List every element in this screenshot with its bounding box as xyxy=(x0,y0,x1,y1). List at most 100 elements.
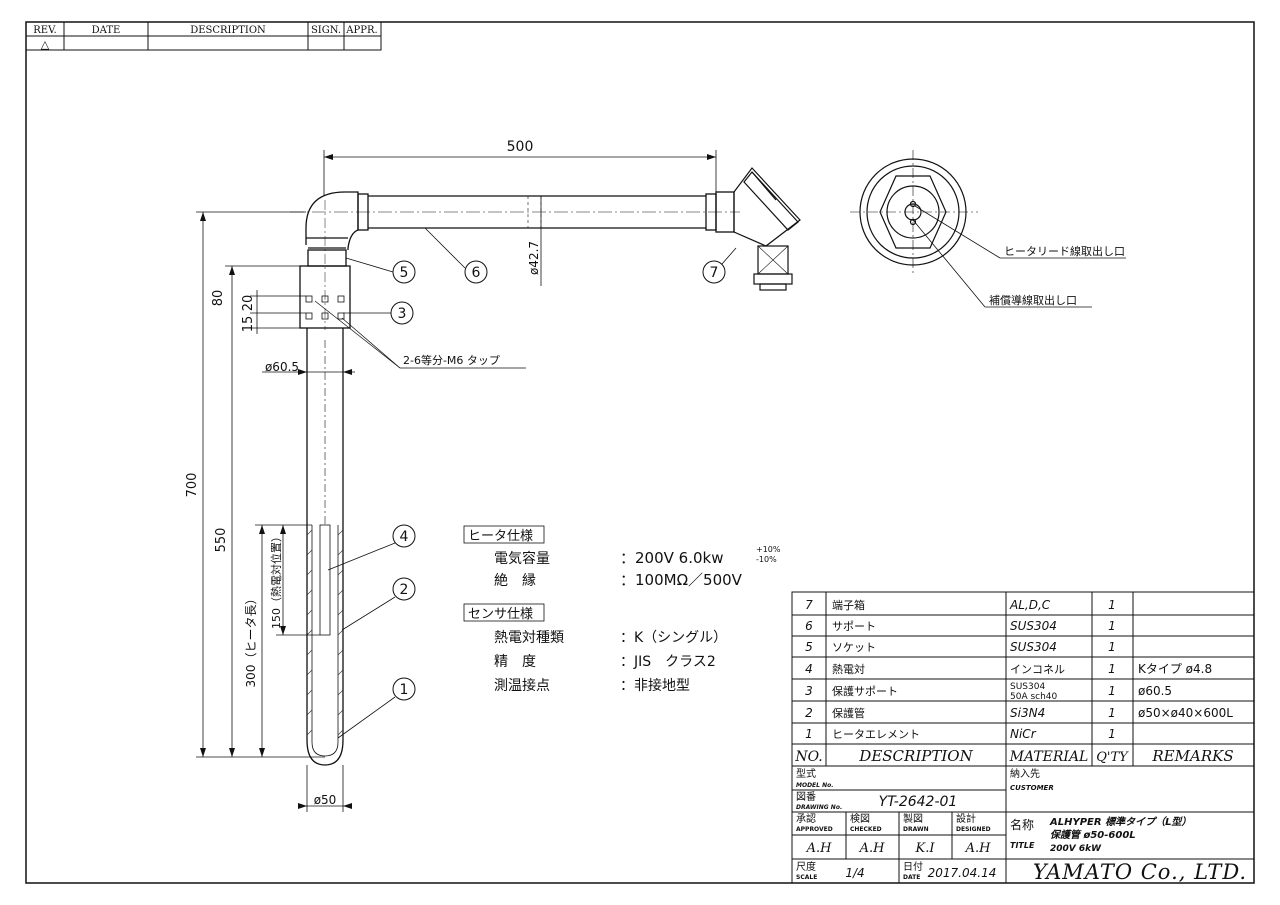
title-line-3: 200V 6kW xyxy=(1050,844,1102,854)
svg-text:6: 6 xyxy=(805,619,813,633)
heater-spec-label-insulation: 絶 縁 xyxy=(494,573,536,589)
sensor-spec-box xyxy=(463,603,545,622)
title-line-1: ALHYPER 標準タイプ（L型） xyxy=(1049,816,1191,828)
heater-spec-value-insulation: ：100MΩ／500V xyxy=(620,571,743,589)
drawn-jp: 製図 xyxy=(903,812,923,825)
heater-spec-title: ヒータ仕様 xyxy=(468,529,533,544)
svg-text:REMARKS: REMARKS xyxy=(1151,747,1233,765)
title-label-en: TITLE xyxy=(1010,841,1035,850)
tap-leaders xyxy=(314,300,401,369)
svg-text:1: 1 xyxy=(1108,662,1116,676)
date-value: 2017.04.14 xyxy=(928,866,997,880)
svg-text:1: 1 xyxy=(1108,640,1116,654)
date-label-jp: 日付 xyxy=(903,860,923,873)
svg-text:端子箱: 端子箱 xyxy=(832,598,865,612)
svg-text:Si3N4: Si3N4 xyxy=(1010,706,1045,720)
dim-150: 150（熱電対位置） xyxy=(269,531,283,629)
lead-outlet-label: ヒータリード線取出し口 xyxy=(1004,244,1125,258)
svg-text:MATERIAL: MATERIAL xyxy=(1009,749,1089,765)
svg-text:1: 1 xyxy=(805,727,813,741)
svg-text:保護管: 保護管 xyxy=(832,706,865,720)
revision-table xyxy=(25,21,382,51)
checked-jp: 検図 xyxy=(850,812,870,825)
rev-mark: △ xyxy=(41,38,50,51)
arrowheads xyxy=(200,154,716,809)
heater-spec-value-capacity: ：200V 6.0kw xyxy=(620,549,723,567)
parts-row-3: 3 保護サポート SUS304 50A sch40 1 ø60.5 xyxy=(805,682,1172,702)
svg-text:Q'TY: Q'TY xyxy=(1096,750,1129,765)
parts-list-grid xyxy=(791,591,1255,767)
title-label-jp: 名称 xyxy=(1010,817,1034,832)
sensor-spec-label-accuracy: 精 度 xyxy=(494,654,536,670)
sheet-border xyxy=(25,21,1255,884)
rev-header-description: DESCRIPTION xyxy=(190,25,266,36)
svg-text:50A sch40: 50A sch40 xyxy=(1010,692,1058,702)
svg-text:5: 5 xyxy=(805,640,813,654)
comp-outlet-label: 補償導線取出し口 xyxy=(989,293,1077,307)
svg-text:SUS304: SUS304 xyxy=(1010,682,1045,692)
svg-text:DESCRIPTION: DESCRIPTION xyxy=(858,747,973,765)
heater-spec-box xyxy=(463,525,545,544)
checked-val: A.H xyxy=(859,841,886,856)
scale-value: 1/4 xyxy=(845,866,864,880)
svg-text:1: 1 xyxy=(1108,706,1116,720)
scale-label-en: SCALE xyxy=(796,874,817,881)
svg-text:SUS304: SUS304 xyxy=(1010,619,1057,633)
svg-text:7: 7 xyxy=(805,598,813,612)
dim-80: 80 xyxy=(211,290,226,307)
svg-text:1: 1 xyxy=(1108,598,1116,612)
dim-500: 500 xyxy=(507,139,534,155)
svg-text:保護サポート: 保護サポート xyxy=(832,684,898,698)
designed-val: A.H xyxy=(965,841,992,856)
scale-label-jp: 尺度 xyxy=(796,860,816,873)
svg-text:Kタイプ ø4.8: Kタイプ ø4.8 xyxy=(1138,662,1212,676)
balloon-1: 1 xyxy=(400,682,409,698)
parts-row-2: 2 保護管 Si3N4 1 ø50×ø40×600L xyxy=(805,706,1233,720)
outlet-leaders xyxy=(912,205,1126,308)
dim-20: 20 xyxy=(241,295,256,312)
balloon-7: 7 xyxy=(710,265,719,281)
dimension-lines xyxy=(196,150,740,812)
approved-jp: 承認 xyxy=(796,812,816,825)
heater-spec-label-capacity: 電気容量 xyxy=(494,550,550,567)
approved-val: A.H xyxy=(806,841,833,856)
sensor-spec-title: センサ仕様 xyxy=(468,607,533,622)
parts-row-4: 4 熱電対 インコネル 1 Kタイプ ø4.8 xyxy=(805,662,1212,676)
parts-list-header: NO. DESCRIPTION MATERIAL Q'TY REMARKS xyxy=(794,747,1233,765)
balloon-2: 2 xyxy=(400,582,409,598)
parts-row-7: 7 端子箱 AL,D,C 1 xyxy=(805,598,1116,612)
svg-text:1: 1 xyxy=(1108,727,1116,741)
svg-text:NO.: NO. xyxy=(794,749,822,765)
svg-text:1: 1 xyxy=(1108,684,1116,698)
tap-note: 2-6等分-M6 タップ xyxy=(403,353,500,367)
model-label-jp: 型式 xyxy=(796,767,816,780)
svg-text:2: 2 xyxy=(805,706,813,720)
heater-assembly xyxy=(299,191,359,766)
drawn-en: DRAWN xyxy=(903,826,929,833)
svg-text:インコネル: インコネル xyxy=(1010,663,1065,676)
tube-hatching xyxy=(306,529,344,736)
designed-jp: 設計 xyxy=(956,812,976,825)
parts-row-6: 6 サポート SUS304 1 xyxy=(805,619,1116,633)
svg-text:NiCr: NiCr xyxy=(1010,727,1037,741)
svg-text:SUS304: SUS304 xyxy=(1010,640,1057,654)
balloon-3: 3 xyxy=(398,306,407,322)
dim-550: 550 xyxy=(214,528,229,553)
dim-15: 15 xyxy=(241,316,256,333)
dim-phi427: ø42.7 xyxy=(527,241,541,275)
svg-text:ø60.5: ø60.5 xyxy=(1138,684,1172,698)
drawn-val: K.I xyxy=(915,841,936,856)
sensor-spec-value-type: ：K（シングル） xyxy=(620,630,727,646)
svg-text:熱電対: 熱電対 xyxy=(832,662,865,676)
svg-text:3: 3 xyxy=(805,684,813,698)
terminal-box xyxy=(733,167,801,291)
end-view xyxy=(850,150,978,276)
svg-text:4: 4 xyxy=(805,662,813,676)
title-block-grid xyxy=(791,765,1255,884)
svg-text:ø50×ø40×600L: ø50×ø40×600L xyxy=(1138,706,1233,720)
designed-en: DESIGNED xyxy=(956,826,991,833)
dim-300: 300（ヒータ長） xyxy=(244,593,258,688)
drawing-label-en: DRAWING No. xyxy=(796,804,842,811)
balloon-6: 6 xyxy=(472,265,481,281)
